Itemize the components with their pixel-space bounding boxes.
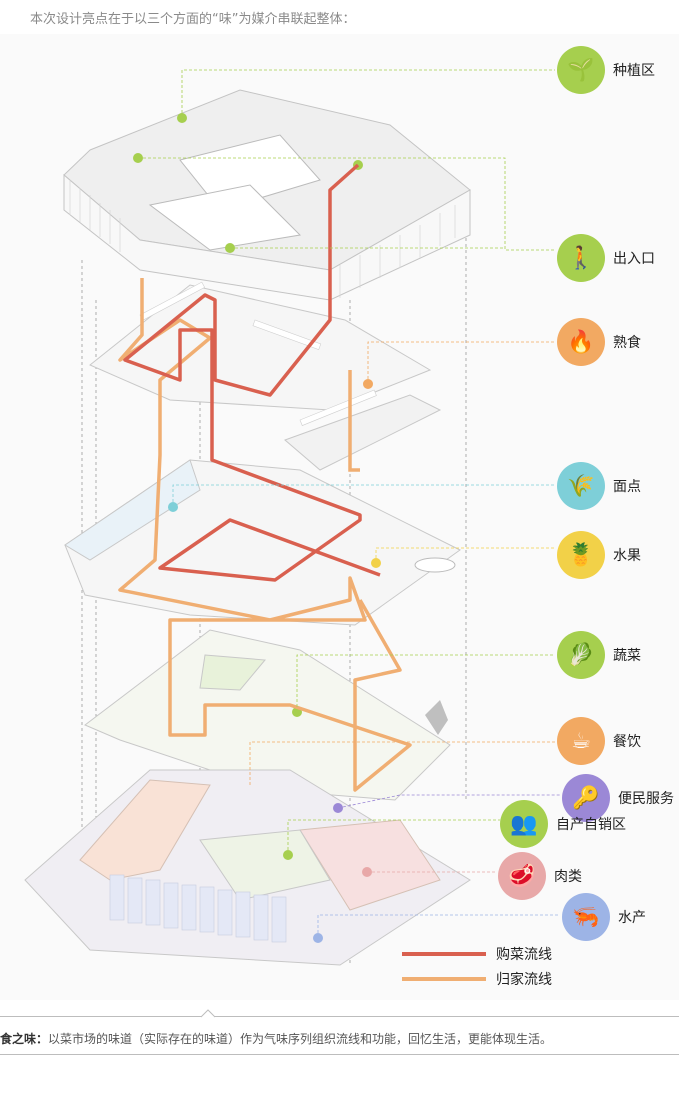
walking-person-icon: 🚶 xyxy=(557,234,605,282)
ground-floor xyxy=(24,769,471,966)
shopping-route-swatch xyxy=(402,952,486,956)
divider-bottom xyxy=(0,1054,679,1055)
route-legend-home: 归家流线 xyxy=(402,969,552,989)
legend-pastry: 🌾 面点 xyxy=(557,462,641,510)
legend-label: 种植区 xyxy=(613,63,655,79)
key-icon: 🔑 xyxy=(562,774,610,822)
legend-meat: 🥩 肉类 xyxy=(498,852,582,900)
flame-icon: 🔥 xyxy=(557,318,605,366)
route-legend-shopping: 购菜流线 xyxy=(402,944,552,964)
leader-lines xyxy=(138,69,555,855)
legend-label: 便民服务 xyxy=(618,791,674,807)
divider-top xyxy=(0,1016,679,1017)
legend-entrance: 🚶 出入口 xyxy=(557,234,655,282)
divider-notch xyxy=(200,1009,216,1018)
legend-label: 自产自销区 xyxy=(556,817,626,833)
route-label: 购菜流线 xyxy=(496,947,552,963)
caption-heading: 食之味： xyxy=(0,1032,49,1046)
legend-label: 出入口 xyxy=(613,251,655,267)
legend-vegetable: 🥬 蔬菜 xyxy=(557,631,641,679)
roof-floor xyxy=(63,89,471,301)
legend-label: 水产 xyxy=(618,910,646,926)
legend-label: 熟食 xyxy=(613,335,641,351)
legend-dining: ☕ 餐饮 xyxy=(557,717,641,765)
coffee-cup-icon: ☕ xyxy=(557,717,605,765)
route-label: 归家流线 xyxy=(496,972,552,988)
legend-label: 肉类 xyxy=(554,869,582,885)
pineapple-icon: 🍍 xyxy=(557,531,605,579)
floor-vegetable-dining xyxy=(84,629,451,801)
wheat-bag-icon: 🌾 xyxy=(557,462,605,510)
sprout-icon: 🌱 xyxy=(557,46,605,94)
shopping-route-line xyxy=(123,163,381,582)
legend-cooked: 🔥 熟食 xyxy=(557,318,641,366)
shrimp-icon: 🦐 xyxy=(562,893,610,941)
legend-selfsale: 👥 自产自销区 xyxy=(500,800,626,848)
legend-label: 面点 xyxy=(613,479,641,495)
home-route-line xyxy=(118,278,412,792)
people-chat-icon: 👥 xyxy=(500,800,548,848)
legend-planting: 🌱 种植区 xyxy=(557,46,655,94)
legend-label: 蔬菜 xyxy=(613,648,641,664)
legend-aquatic: 🦐 水产 xyxy=(562,893,646,941)
legend-fruit: 🍍 水果 xyxy=(557,531,641,579)
floor-pastry-fruit xyxy=(64,459,461,626)
caption: 食之味：以菜市场的味道（实际存在的味道）作为气味序列组织流线和功能，回忆生活，更… xyxy=(0,1030,552,1047)
legend-label: 水果 xyxy=(613,548,641,564)
legend-service: 🔑 便民服务 xyxy=(562,774,674,822)
lettuce-icon: 🥬 xyxy=(557,631,605,679)
legend-label: 餐饮 xyxy=(613,734,641,750)
intro-text: 本次设计亮点在于以三个方面的“味”为媒介串联起整体： xyxy=(30,12,356,27)
caption-text: 以菜市场的味道（实际存在的味道）作为气味序列组织流线和功能，回忆生活，更能体现生… xyxy=(48,1032,553,1046)
home-route-line-b xyxy=(348,370,360,472)
home-route-swatch xyxy=(402,977,486,981)
steak-icon: 🥩 xyxy=(498,852,546,900)
